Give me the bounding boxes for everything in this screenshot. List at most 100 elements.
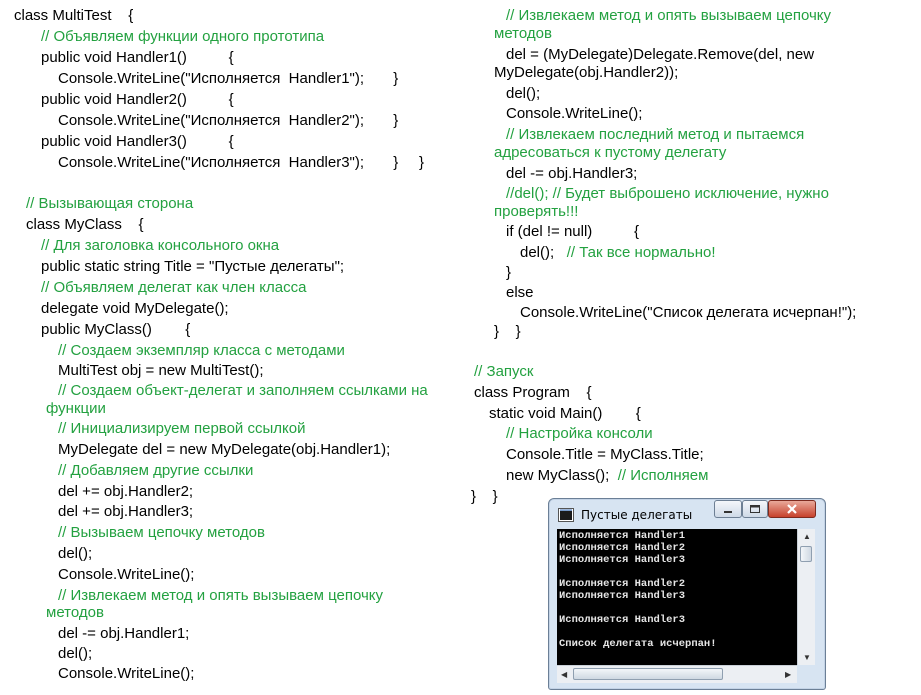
scroll-left-arrow-icon[interactable]: ◀: [561, 670, 568, 679]
code-text: MyDelegate del = new MyDelegate(obj.Hand…: [58, 441, 391, 458]
vertical-scrollbar[interactable]: ▲ ▼: [797, 529, 815, 665]
code-line: Console.WriteLine();: [58, 565, 194, 585]
code-text: Console.WriteLine("Исполняется Handler3"…: [58, 154, 425, 171]
minimize-button[interactable]: [714, 500, 742, 518]
code-line: MyDelegate(obj.Handler2));: [494, 63, 678, 83]
code-text: } }: [471, 488, 498, 505]
code-text: MultiTest obj = new MultiTest();: [58, 362, 264, 379]
code-text: // Создаем объект-делегат и заполняем сс…: [58, 382, 428, 399]
code-text: //del(); // Будет выброшено исключение, …: [506, 185, 829, 202]
console-line: Исполняется Handler3: [559, 590, 686, 602]
console-app-icon: [558, 508, 574, 522]
code-line: // Извлекаем метод и опять вызываем цепо…: [58, 586, 383, 606]
code-text: del += obj.Handler3;: [58, 503, 194, 520]
code-text: // Вызывающая сторона: [26, 195, 194, 212]
code-text: // Объявляем делегат как член класса: [41, 279, 307, 296]
code-text: class MultiTest {: [14, 7, 134, 24]
code-text: // Добавляем другие ссылки: [58, 462, 254, 479]
close-icon: [787, 504, 797, 514]
code-text: del();: [58, 645, 93, 662]
console-line: Список делегата исчерпан!: [559, 638, 717, 650]
code-line: // Извлекаем метод и опять вызываем цепо…: [506, 6, 831, 26]
code-line: public static string Title = "Пустые дел…: [41, 257, 344, 277]
code-line: new MyClass(); // Исполняем: [506, 466, 708, 486]
code-text: Console.WriteLine("Исполняется Handler1"…: [58, 70, 399, 87]
horizontal-scroll-thumb[interactable]: [573, 668, 723, 680]
code-text: }: [506, 264, 512, 281]
code-text: public MyClass() {: [41, 321, 191, 338]
scroll-up-arrow-icon[interactable]: ▲: [803, 532, 811, 541]
code-line: Console.WriteLine("Исполняется Handler2"…: [58, 111, 398, 131]
code-line: public void Handler3() {: [41, 132, 234, 152]
close-button[interactable]: [768, 500, 816, 518]
code-text: // Запуск: [474, 363, 534, 380]
code-text: // Для заголовка консольного окна: [41, 237, 280, 254]
code-line: else: [506, 283, 534, 303]
code-text: // Объявляем функции одного прототипа: [41, 28, 325, 45]
code-text: Console.WriteLine();: [58, 665, 195, 682]
code-line: del();: [58, 544, 92, 564]
code-line: //del(); // Будет выброшено исключение, …: [506, 184, 829, 204]
code-text: public void Handler2() {: [41, 91, 234, 108]
code-line: // Создаем экземпляр класса с методами: [58, 341, 345, 361]
code-line: del += obj.Handler3;: [58, 502, 193, 522]
code-line: Console.WriteLine("Исполняется Handler1"…: [58, 69, 398, 89]
code-line: функции: [46, 399, 106, 419]
scroll-right-arrow-icon[interactable]: ▶: [785, 670, 792, 679]
vertical-scroll-thumb[interactable]: [800, 546, 812, 562]
console-line: Исполняется Handler1: [559, 530, 686, 542]
code-line: del -= obj.Handler3;: [506, 164, 637, 184]
code-line: // Настройка консоли: [506, 424, 653, 444]
code-line: del();: [506, 84, 540, 104]
code-line: del(); // Так все нормально!: [520, 243, 716, 263]
code-text: // Создаем экземпляр класса с методами: [58, 342, 345, 359]
code-line: // Вызывающая сторона: [26, 194, 193, 214]
code-text: // Извлекаем метод и опять вызываем цепо…: [506, 7, 832, 24]
horizontal-scrollbar[interactable]: ◀ ▶: [557, 665, 797, 683]
code-line: // Объявляем функции одного прототипа: [41, 27, 324, 47]
code-line: MyDelegate del = new MyDelegate(obj.Hand…: [58, 440, 390, 460]
code-text: delegate void MyDelegate();: [41, 300, 229, 317]
code-line: delegate void MyDelegate();: [41, 299, 229, 319]
code-text: del -= obj.Handler3;: [506, 165, 638, 182]
code-text: // Вызываем цепочку методов: [58, 524, 265, 541]
scroll-down-arrow-icon[interactable]: ▼: [803, 653, 811, 662]
code-text: static void Main() {: [489, 405, 641, 422]
code-line: адресоваться к пустому делегату: [494, 143, 726, 163]
code-text: функции: [46, 400, 106, 417]
code-line: if (del != null) {: [506, 222, 639, 242]
code-text: методов: [46, 604, 104, 621]
maximize-button[interactable]: [742, 500, 768, 518]
console-window-title: Пустые делегаты: [581, 508, 693, 522]
code-text: Console.WriteLine("Исполняется Handler2"…: [58, 112, 399, 129]
code-text: Console.WriteLine();: [58, 566, 195, 583]
code-line: }: [506, 263, 511, 283]
maximize-icon: [750, 505, 760, 513]
code-text: del = (MyDelegate)Delegate.Remove(del, n…: [506, 46, 815, 63]
code-line: static void Main() {: [489, 404, 641, 424]
code-text: MyDelegate(obj.Handler2));: [494, 64, 679, 81]
code-text: del();: [58, 545, 93, 562]
code-line: del();: [58, 644, 92, 664]
code-text: } }: [494, 323, 521, 340]
code-text: проверять!!!: [494, 203, 579, 220]
code-text: del();: [520, 244, 567, 261]
inline-comment: // Так все нормально!: [566, 244, 716, 261]
code-text: // Извлекаем последний метод и пытаемся: [506, 126, 805, 143]
code-line: // Для заголовка консольного окна: [41, 236, 279, 256]
code-line: } }: [471, 487, 498, 507]
code-text: del -= obj.Handler1;: [58, 625, 190, 642]
code-text: new MyClass();: [506, 467, 610, 484]
code-line: методов: [46, 603, 104, 623]
code-text: Console.WriteLine("Список делегата исчер…: [520, 304, 857, 321]
code-line: del -= obj.Handler1;: [58, 624, 189, 644]
code-line: Console.WriteLine();: [58, 664, 194, 684]
inline-comment: // Исполняем: [609, 467, 709, 484]
code-text: Console.WriteLine();: [506, 105, 643, 122]
console-line: Исполняется Handler3: [559, 614, 686, 626]
console-line: Исполняется Handler2: [559, 578, 686, 590]
code-line: // Создаем объект-делегат и заполняем сс…: [58, 381, 428, 401]
code-line: // Объявляем делегат как член класса: [41, 278, 306, 298]
